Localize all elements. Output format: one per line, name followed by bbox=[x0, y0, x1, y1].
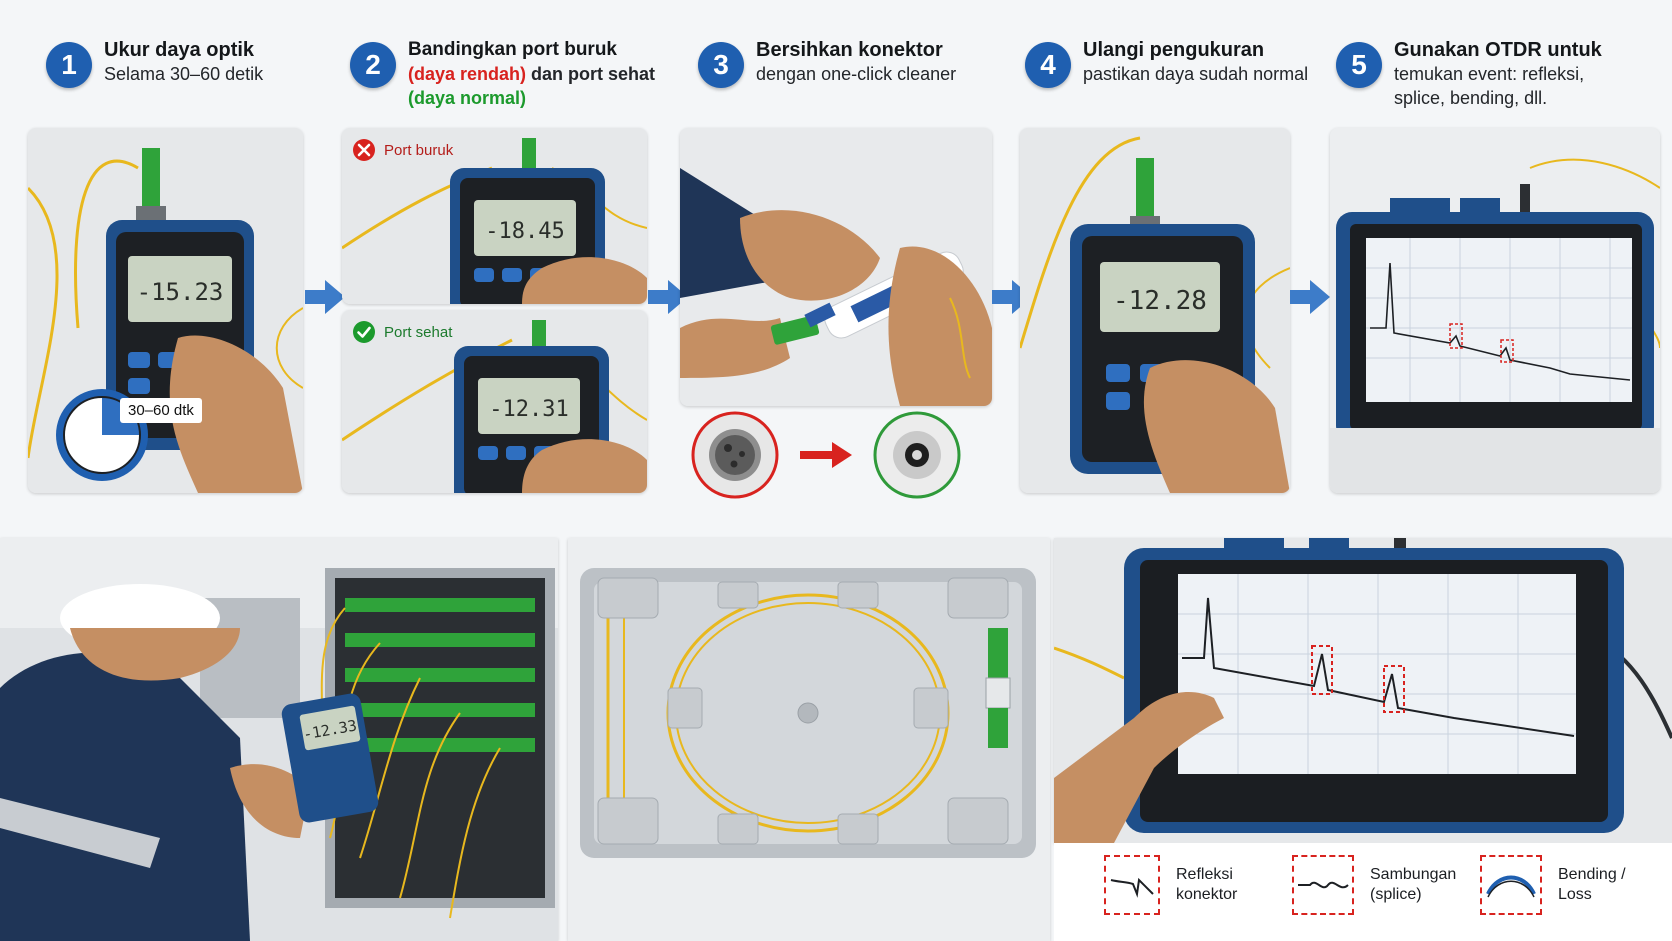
arrow-right-icon bbox=[305, 280, 345, 314]
good-port-tag: Port sehat bbox=[352, 320, 452, 344]
step-1-header: 1 Ukur daya optik Selama 30–60 detik bbox=[46, 38, 263, 118]
legend-label-line1: Bending / bbox=[1558, 866, 1626, 883]
meter-reading: -18.45 bbox=[485, 219, 564, 244]
step-title: Ukur daya optik bbox=[104, 39, 255, 61]
legend-label-line1: Refleksi bbox=[1176, 866, 1233, 883]
arrow-right-icon bbox=[648, 280, 688, 314]
bad-port-photo: -18.45 Port buruk bbox=[342, 128, 647, 304]
otdr-event-legend: Refleksi konektor Sambungan (splice) bbox=[1054, 843, 1672, 941]
step-subtitle: pastikan daya sudah normal bbox=[1083, 64, 1309, 84]
step-number-badge: 3 bbox=[698, 42, 744, 88]
bad-port-label: Port buruk bbox=[384, 141, 454, 159]
splice-tray-photo bbox=[568, 538, 1050, 941]
legend-label-line1: Sambungan bbox=[1370, 866, 1457, 883]
arrow-right-icon bbox=[1290, 280, 1330, 314]
legend-label-line2: konektor bbox=[1176, 886, 1238, 903]
step-number-badge: 1 bbox=[46, 42, 92, 88]
step-2-header: 2 Bandingkan port buruk (daya rendah) da… bbox=[350, 38, 655, 118]
step-4-photo: -12.28 bbox=[1020, 128, 1290, 493]
meter-reading: -15.23 bbox=[137, 278, 224, 306]
bad-port-tag: Port buruk bbox=[352, 138, 453, 162]
step-title: Gunakan OTDR untuk bbox=[1394, 39, 1602, 61]
legend-label-line2: Loss bbox=[1558, 886, 1592, 903]
low-power-text: (daya rendah) bbox=[408, 64, 527, 84]
legend-item-splice: Sambungan (splice) bbox=[1292, 855, 1480, 915]
step-title: Bandingkan port buruk bbox=[408, 39, 617, 60]
legend-item-reflection: Refleksi konektor bbox=[1104, 855, 1286, 915]
timer-icon bbox=[56, 388, 148, 480]
clean-endface-icon bbox=[873, 411, 961, 499]
legend-label-line2: (splice) bbox=[1370, 886, 1422, 903]
legend-item-bend: Bending / Loss bbox=[1480, 855, 1648, 915]
reflection-icon bbox=[1110, 877, 1154, 898]
step-5-otdr-photo bbox=[1330, 128, 1660, 493]
step-number-badge: 2 bbox=[350, 42, 396, 88]
meter-reading: -12.28 bbox=[1113, 286, 1207, 316]
good-port-photo: -12.31 Port sehat bbox=[342, 310, 647, 493]
step-3-cleaning-photo bbox=[680, 128, 992, 406]
normal-power-text: (daya normal) bbox=[408, 88, 527, 108]
clean-connector-endface bbox=[872, 410, 962, 500]
step-4-header: 4 Ulangi pengukuran pastikan daya sudah … bbox=[1025, 38, 1308, 118]
step-subtitle-line1: temukan event: refleksi, bbox=[1394, 64, 1585, 84]
bend-icon bbox=[1486, 875, 1536, 898]
step-subtitle: Selama 30–60 detik bbox=[104, 64, 264, 84]
step-number-badge: 5 bbox=[1336, 42, 1382, 88]
error-x-icon bbox=[353, 139, 375, 161]
splice-icon bbox=[1298, 881, 1349, 889]
meter-reading: -12.31 bbox=[489, 397, 568, 422]
check-icon bbox=[353, 321, 375, 343]
dirty-connector-endface bbox=[690, 410, 780, 500]
step-number-badge: 4 bbox=[1025, 42, 1071, 88]
otdr-trace-closeup-photo bbox=[1054, 538, 1672, 843]
step-subtitle: dan port sehat bbox=[526, 64, 656, 84]
arrow-right-red-icon bbox=[800, 442, 852, 468]
step-title: Ulangi pengukuran bbox=[1083, 39, 1265, 61]
step-1-photo: -15.23 30–60 dtk bbox=[28, 128, 303, 493]
technician-odp-photo: -12.33 bbox=[0, 538, 558, 941]
step-3-header: 3 Bersihkan konektor dengan one-click cl… bbox=[698, 38, 956, 118]
step-5-header: 5 Gunakan OTDR untuk temukan event: refl… bbox=[1336, 38, 1602, 118]
good-port-label: Port sehat bbox=[384, 323, 453, 341]
dirty-endface-icon bbox=[691, 411, 779, 499]
step-subtitle-line2: splice, bending, dll. bbox=[1394, 88, 1548, 108]
timer-label: 30–60 dtk bbox=[120, 398, 202, 423]
step-subtitle: dengan one-click cleaner bbox=[756, 64, 957, 84]
step-title: Bersihkan konektor bbox=[756, 39, 943, 61]
